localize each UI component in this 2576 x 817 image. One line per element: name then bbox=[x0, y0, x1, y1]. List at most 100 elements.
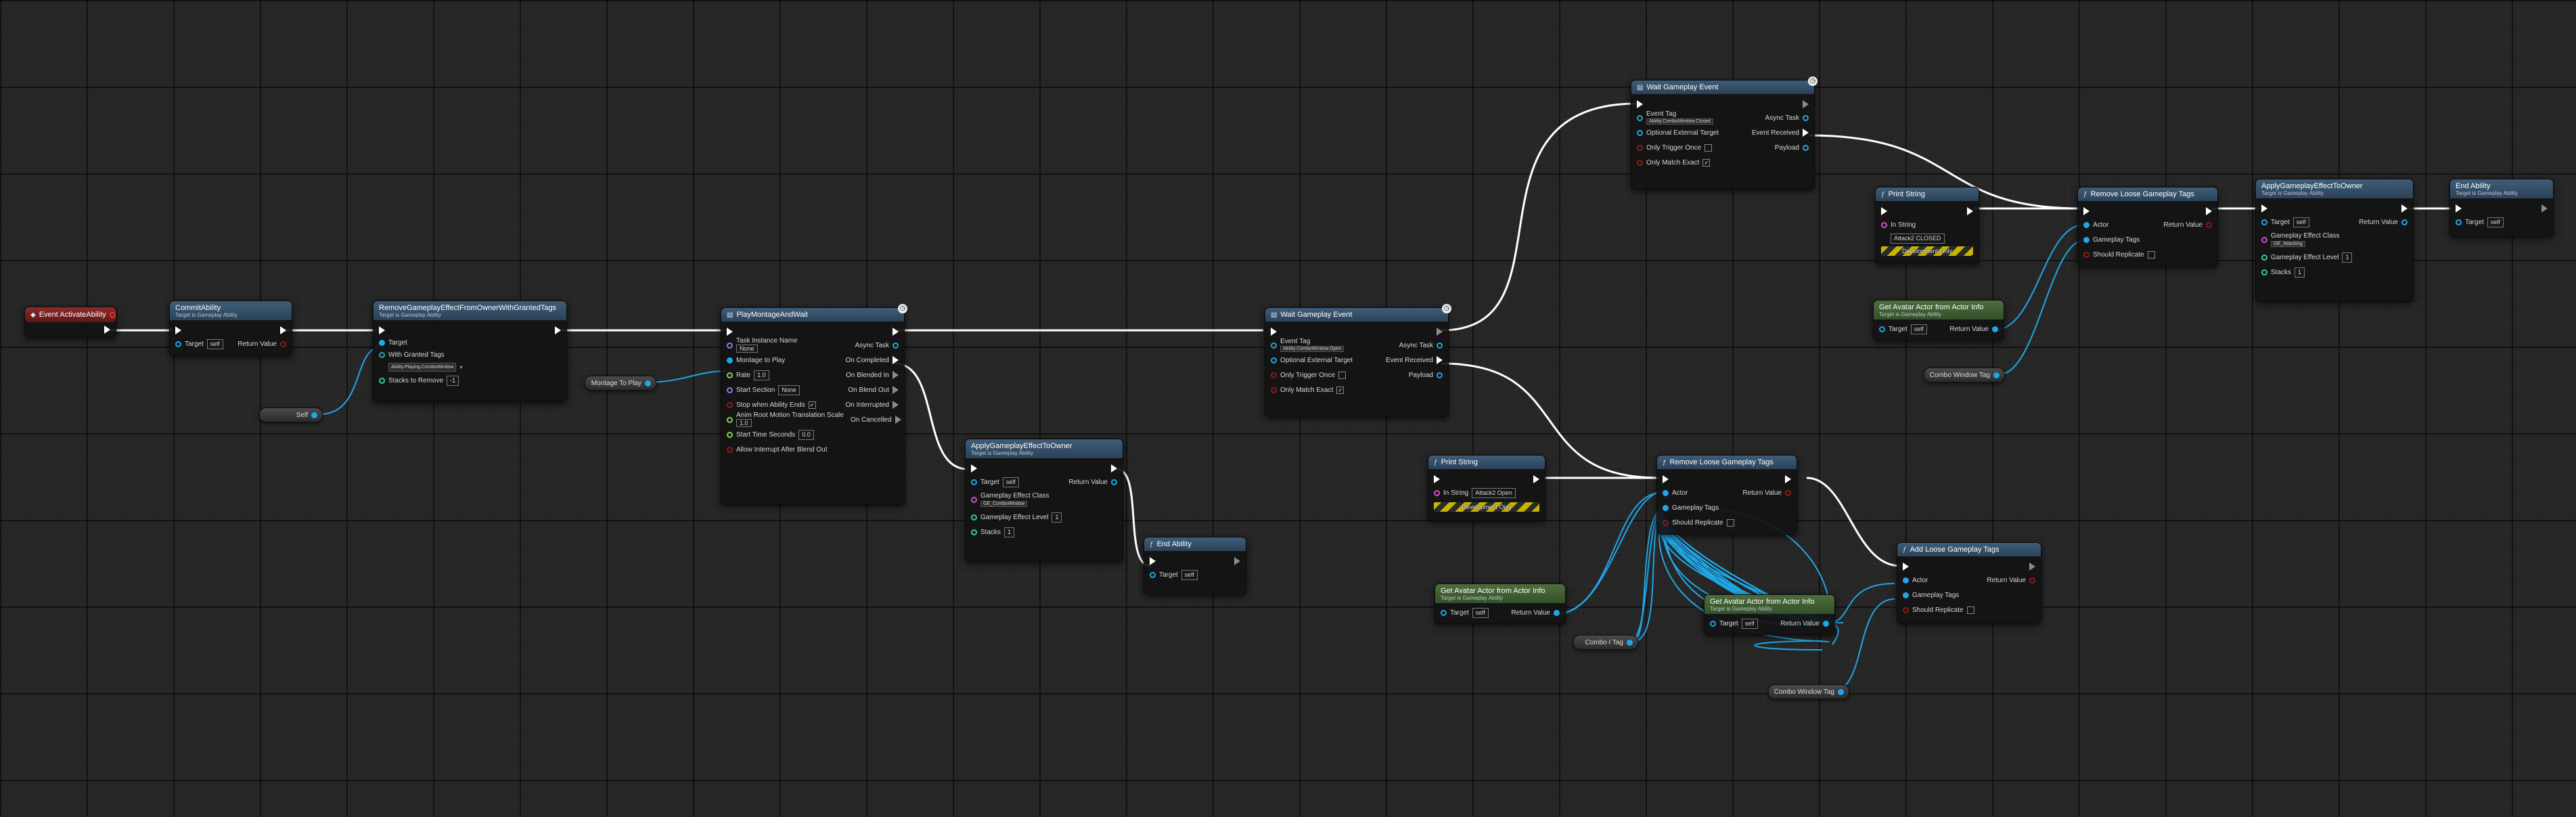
async-task-pin[interactable] bbox=[1803, 114, 1809, 121]
exec-in-pin[interactable] bbox=[1271, 328, 1277, 336]
on-blend-out-pin[interactable] bbox=[892, 386, 899, 394]
exec-out-pin[interactable] bbox=[2029, 562, 2035, 571]
return-pin[interactable] bbox=[1823, 620, 1829, 627]
tag-pin[interactable] bbox=[1271, 342, 1277, 349]
exec-in-pin[interactable] bbox=[1434, 475, 1440, 483]
bool-pin[interactable] bbox=[1903, 606, 1909, 613]
return-pin[interactable] bbox=[2029, 577, 2035, 583]
event-activate-ability-node[interactable]: ◆ Event ActivateAbility bbox=[24, 307, 116, 338]
return-pin[interactable] bbox=[1785, 489, 1791, 496]
string-pin[interactable] bbox=[1881, 221, 1887, 228]
payload-pin[interactable] bbox=[1437, 372, 1443, 378]
effect-class-dropdown[interactable]: GE_ComboWindow bbox=[980, 500, 1028, 507]
rate-pin[interactable] bbox=[727, 372, 733, 378]
exec-in-pin[interactable] bbox=[2083, 207, 2089, 215]
target-pin[interactable] bbox=[1441, 609, 1447, 616]
exec-out-pin[interactable] bbox=[1111, 464, 1117, 472]
stacks-input[interactable]: -1 bbox=[447, 375, 459, 386]
bool-pin[interactable] bbox=[727, 401, 733, 408]
on-completed-pin[interactable] bbox=[892, 356, 899, 364]
target-pin[interactable] bbox=[2261, 219, 2267, 225]
scale-pin[interactable] bbox=[727, 416, 733, 423]
exec-out-pin[interactable] bbox=[104, 326, 110, 334]
get-avatar-actor-node[interactable]: Get Avatar Actor from Actor Info Target … bbox=[1873, 300, 2004, 340]
combo-window-variable-node[interactable]: Combo Window Tag bbox=[1768, 684, 1849, 699]
stacks-pin[interactable] bbox=[379, 377, 385, 384]
return-pin[interactable] bbox=[280, 340, 286, 347]
return-pin[interactable] bbox=[1992, 326, 1998, 332]
on-blended-in-pin[interactable] bbox=[892, 371, 899, 379]
effect-class-dropdown[interactable]: GE_Attacking bbox=[2271, 240, 2305, 247]
class-pin[interactable] bbox=[2261, 236, 2267, 243]
granted-tags-dropdown[interactable]: Ability.Playing.ComboWindow bbox=[388, 362, 457, 372]
commit-ability-node[interactable]: CommitAbility Target is Gameplay Ability… bbox=[169, 301, 292, 356]
play-montage-and-wait-node[interactable]: ▤ PlayMontageAndWait ◷ Task Instance Nam… bbox=[721, 304, 907, 505]
exec-out-pin[interactable] bbox=[1803, 100, 1809, 108]
actor-pin[interactable] bbox=[1903, 577, 1909, 583]
tags-pin[interactable] bbox=[1663, 504, 1669, 511]
in-string-input[interactable]: Attack2 Open bbox=[1472, 487, 1516, 498]
rate-input[interactable]: 1.0 bbox=[754, 370, 769, 380]
string-pin[interactable] bbox=[1434, 489, 1440, 496]
anim-root-input[interactable]: 1.0 bbox=[736, 418, 752, 427]
exec-in-pin[interactable] bbox=[379, 326, 385, 334]
event-tag-dropdown[interactable]: Ability.ComboWindow.Open bbox=[1280, 345, 1345, 352]
level-pin[interactable] bbox=[2261, 254, 2267, 261]
exec-out-pin[interactable] bbox=[1967, 207, 1973, 215]
trigger-once-checkbox[interactable] bbox=[1704, 143, 1713, 152]
target-pin[interactable] bbox=[1710, 620, 1716, 627]
on-cancelled-pin[interactable] bbox=[895, 416, 901, 424]
return-pin[interactable] bbox=[1554, 609, 1560, 616]
level-input[interactable]: 1 bbox=[1052, 512, 1062, 523]
montage-variable-node[interactable]: Montage To Play bbox=[585, 376, 656, 391]
exec-in-pin[interactable] bbox=[2261, 204, 2267, 213]
bool-pin[interactable] bbox=[2083, 251, 2089, 258]
actor-pin[interactable] bbox=[1663, 489, 1669, 496]
section-pin[interactable] bbox=[727, 387, 733, 393]
get-avatar-actor-node[interactable]: Get Avatar Actor from Actor Info Target … bbox=[1434, 583, 1566, 624]
class-pin[interactable] bbox=[971, 496, 977, 503]
exec-out-pin[interactable] bbox=[2541, 204, 2548, 213]
stacks-input[interactable]: 1 bbox=[1004, 527, 1015, 537]
replicate-checkbox[interactable] bbox=[2147, 250, 2155, 259]
target-pin[interactable] bbox=[175, 340, 181, 347]
exec-out-pin[interactable] bbox=[1234, 557, 1240, 565]
montage-out-pin[interactable] bbox=[645, 380, 651, 387]
bool-pin[interactable] bbox=[1637, 159, 1643, 166]
target-pin[interactable] bbox=[1271, 357, 1277, 363]
self-out-pin[interactable] bbox=[311, 412, 317, 418]
level-pin[interactable] bbox=[971, 514, 977, 521]
bool-pin[interactable] bbox=[1271, 387, 1277, 393]
exec-in-pin[interactable] bbox=[971, 464, 977, 472]
target-pin[interactable] bbox=[1637, 129, 1643, 136]
stacks-pin[interactable] bbox=[2261, 269, 2267, 275]
bool-pin[interactable] bbox=[1637, 144, 1643, 151]
exec-out-pin[interactable] bbox=[892, 328, 899, 336]
in-string-input[interactable]: Attack2 CLOSED bbox=[1891, 233, 1945, 244]
exec-out-pin[interactable] bbox=[1437, 328, 1443, 336]
exec-in-pin[interactable] bbox=[1903, 562, 1909, 571]
tags-pin[interactable] bbox=[1903, 592, 1909, 598]
target-default[interactable]: self bbox=[1181, 569, 1198, 580]
return-pin[interactable] bbox=[1111, 479, 1117, 485]
start-time-input[interactable]: 0.0 bbox=[798, 429, 814, 440]
stacks-input[interactable]: 1 bbox=[2295, 267, 2305, 278]
exec-out-pin[interactable] bbox=[1533, 475, 1539, 483]
target-default[interactable]: self bbox=[1472, 607, 1489, 618]
tags-pin[interactable] bbox=[2083, 236, 2089, 243]
variable-out-pin[interactable] bbox=[1838, 688, 1844, 695]
start-section-input[interactable]: None bbox=[778, 384, 800, 395]
event-received-pin[interactable] bbox=[1803, 129, 1809, 137]
target-pin[interactable] bbox=[2456, 219, 2462, 225]
event-received-pin[interactable] bbox=[1437, 356, 1443, 364]
tag-pin[interactable] bbox=[1637, 114, 1643, 121]
async-task-pin[interactable] bbox=[1437, 342, 1443, 349]
exec-in-pin[interactable] bbox=[1637, 100, 1643, 108]
